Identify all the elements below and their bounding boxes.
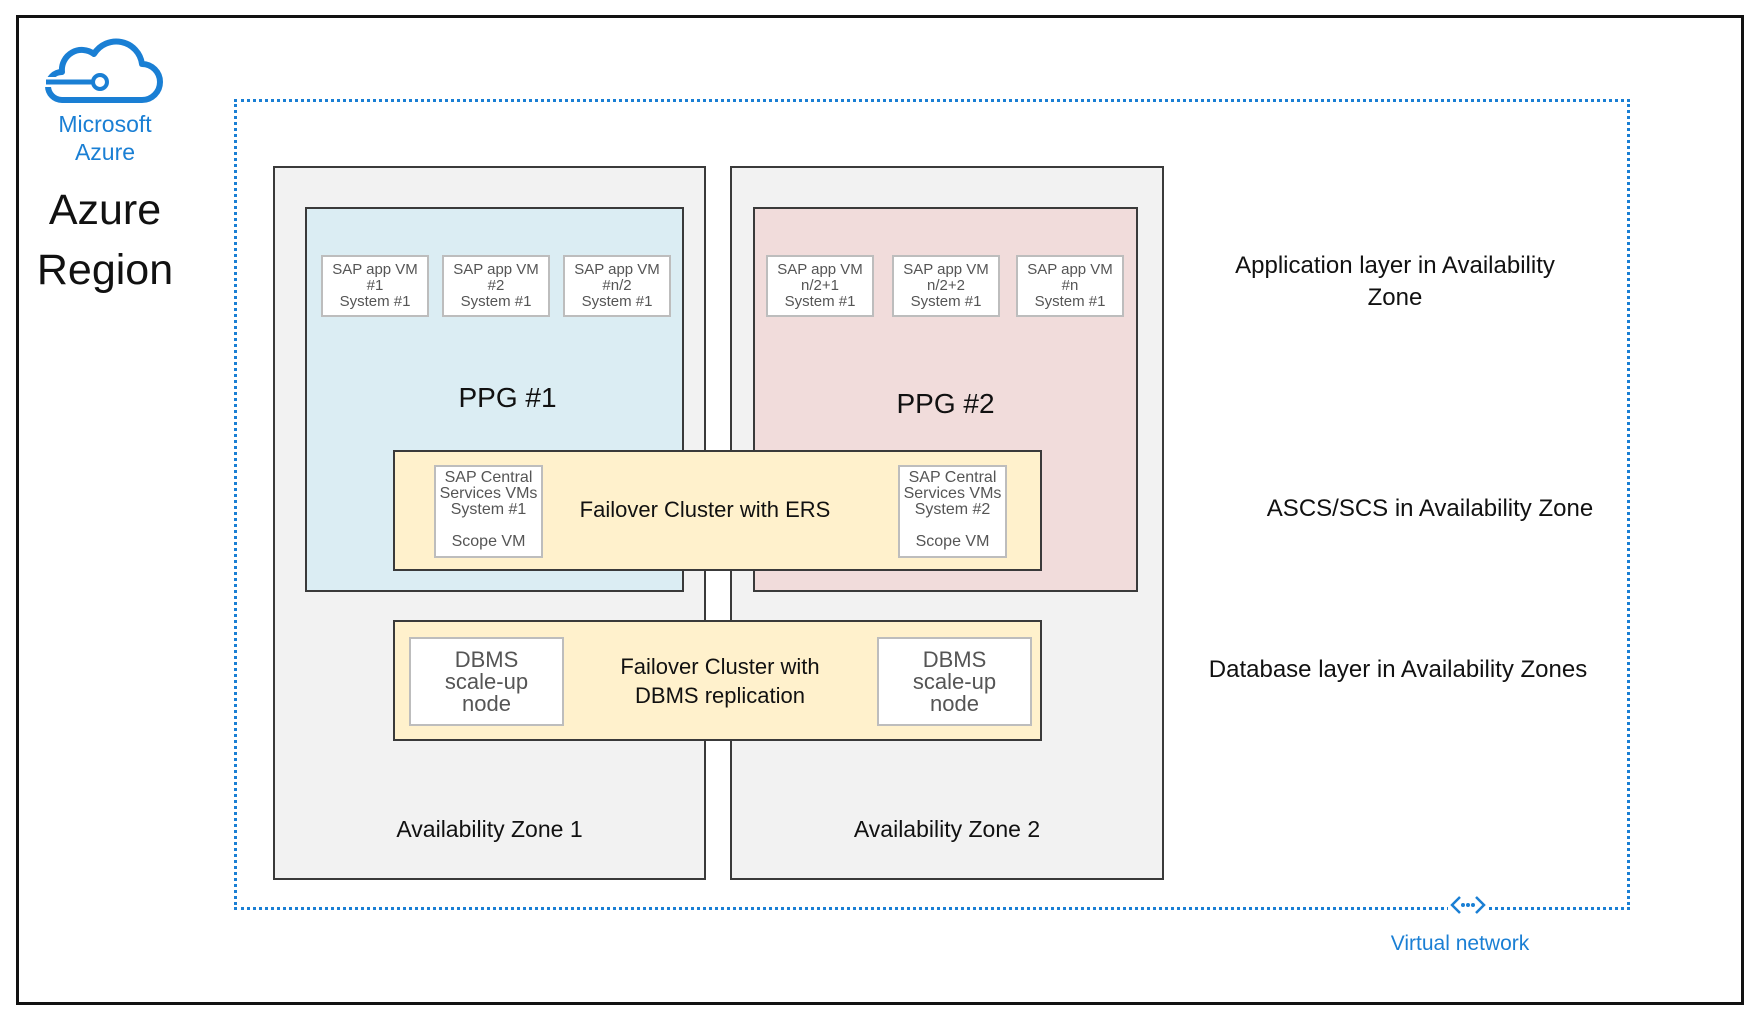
logo-line2: Azure <box>74 139 136 165</box>
cs-line1: SAP Central <box>444 469 533 486</box>
virtual-network-label: Virtual network <box>1390 932 1530 955</box>
vm-line3: System #1 <box>339 293 411 310</box>
vm-line1: SAP app VM <box>1027 261 1113 278</box>
dbms-node-1: DBMS scale-up node <box>409 637 564 726</box>
app-layer-line2: Zone <box>1367 284 1423 311</box>
vm-line3: System #1 <box>460 293 532 310</box>
dbms-cluster-line1: Failover Cluster with <box>620 654 820 679</box>
zone-2-label: Availability Zone 2 <box>853 816 1041 842</box>
sap-app-vm-n: SAP app VM #n System #1 <box>1016 255 1124 317</box>
vm-line2: n/2+1 <box>801 277 839 294</box>
region-line2: Region <box>36 246 174 294</box>
sap-app-vm-1: SAP app VM #1 System #1 <box>321 255 429 317</box>
azure-cloud-icon <box>44 38 164 106</box>
db-line2: scale-up <box>444 668 529 694</box>
logo-line1: Microsoft <box>58 111 152 137</box>
virtual-network-icon <box>1448 894 1488 916</box>
sap-app-vm-n-half-plus-1: SAP app VM n/2+1 System #1 <box>766 255 874 317</box>
vm-line3: System #1 <box>581 293 653 310</box>
cs-line3: System #1 <box>450 501 527 518</box>
virtual-network-boundary <box>234 99 1630 910</box>
sap-central-services-vm-1: SAP Central Services VMs System #1 Scope… <box>434 465 543 558</box>
cs-line2: Services VMs <box>903 485 1002 502</box>
vm-line3: System #1 <box>910 293 982 310</box>
vm-line3: System #1 <box>784 293 856 310</box>
dbms-cluster-line2: DBMS replication <box>635 683 805 708</box>
vm-line1: SAP app VM <box>574 261 660 278</box>
db-line2: scale-up <box>912 668 997 694</box>
vm-line2: #n <box>1061 277 1079 294</box>
logo-text: Microsoft Azure <box>30 110 180 166</box>
vm-line2: #1 <box>366 277 384 294</box>
vm-line1: SAP app VM <box>453 261 539 278</box>
db-line3: node <box>930 690 979 716</box>
dbms-node-2: DBMS scale-up node <box>877 637 1032 726</box>
db-line1: DBMS <box>454 646 519 672</box>
outer-frame <box>16 15 1744 1005</box>
app-layer-line1: Application layer in Availability <box>1235 252 1555 279</box>
zone-1-label: Availability Zone 1 <box>396 816 583 842</box>
sap-app-vm-n-half-plus-2: SAP app VM n/2+2 System #1 <box>892 255 1000 317</box>
cs-line1: SAP Central <box>908 469 997 486</box>
region-title: Azure Region <box>20 180 190 300</box>
ppg-2-label: PPG #2 <box>896 388 995 419</box>
db-line1: DBMS <box>922 646 987 672</box>
app-layer-label: Application layer in Availability Zone <box>1200 250 1590 314</box>
vm-line3: System #1 <box>1034 293 1106 310</box>
vm-line1: SAP app VM <box>332 261 418 278</box>
sap-app-vm-2: SAP app VM #2 System #1 <box>442 255 550 317</box>
ppg-1-label: PPG #1 <box>458 382 557 413</box>
db-line3: node <box>462 690 511 716</box>
vm-line2: #n/2 <box>602 277 632 294</box>
cs-line2: Services VMs <box>439 485 538 502</box>
vm-line2: #2 <box>487 277 505 294</box>
region-line1: Azure <box>48 186 162 234</box>
ers-cluster-label: Failover Cluster with ERS <box>579 497 831 522</box>
sap-central-services-vm-2: SAP Central Services VMs System #2 Scope… <box>898 465 1007 558</box>
cs-scope: Scope VM <box>451 533 526 550</box>
cs-line3: System #2 <box>914 501 991 518</box>
db-layer-label: Database layer in Availability Zones <box>1208 656 1588 683</box>
vm-line1: SAP app VM <box>777 261 863 278</box>
vm-line1: SAP app VM <box>903 261 989 278</box>
ascs-layer-label: ASCS/SCS in Availability Zone <box>1266 495 1594 522</box>
vm-line2: n/2+2 <box>927 277 965 294</box>
dbms-cluster-label: Failover Cluster with DBMS replication <box>575 652 865 710</box>
cs-scope: Scope VM <box>915 533 990 550</box>
sap-app-vm-n-half: SAP app VM #n/2 System #1 <box>563 255 671 317</box>
